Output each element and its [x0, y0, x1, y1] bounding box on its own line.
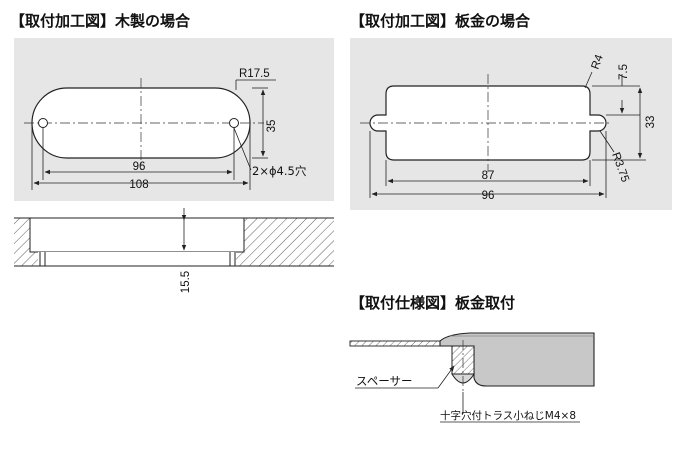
wood-pitch-label: 96 [133, 161, 146, 173]
title-sheet: 【取付加工図】板金の場合 [350, 12, 531, 30]
mount-spacer-label: スペーサー [356, 374, 412, 388]
wood-depth-label: 15.5 [180, 271, 192, 293]
mount-spacer-leader [437, 365, 455, 389]
wood-drawing: R17.5 35 2×ϕ4.5穴 96 108 [14, 38, 334, 201]
sheet-offset-label: 7.5 [618, 64, 630, 80]
wood-length-label: 108 [129, 179, 148, 191]
wood-height-label: 35 [266, 120, 278, 133]
title-mount: 【取付仕様図】板金取付 [350, 294, 516, 312]
wood-hole-left [38, 118, 48, 128]
sheet-overall-label: 96 [482, 190, 495, 202]
wood-pocket [29, 217, 245, 253]
wood-radius-label: R17.5 [239, 68, 270, 80]
sheet-r4-leader [584, 71, 593, 89]
sheet-drawing: R4 7.5 33 R3.75 87 96 [350, 38, 672, 210]
mount-handle-body [439, 332, 595, 387]
mount-sheet-plate [349, 340, 451, 347]
wood-hole-right [229, 118, 239, 128]
wood-section: 15.5 [14, 208, 334, 293]
title-wood: 【取付加工図】木製の場合 [10, 12, 191, 30]
mount-drawing: スペーサー 十字穴付トラス小ねじM4×8 [349, 316, 596, 423]
sheet-inner-label: 87 [482, 170, 495, 182]
mount-screw-label: 十字穴付トラス小ねじM4×8 [440, 409, 576, 422]
sheet-r375-leader [599, 130, 615, 153]
sheet-height-label: 33 [645, 116, 657, 129]
sheet-r4-label: R4 [590, 53, 607, 71]
wood-pocket-lower [38, 252, 236, 266]
wood-hole-leader [233, 127, 252, 171]
wood-hole-spec-label: 2×ϕ4.5穴 [252, 164, 307, 178]
